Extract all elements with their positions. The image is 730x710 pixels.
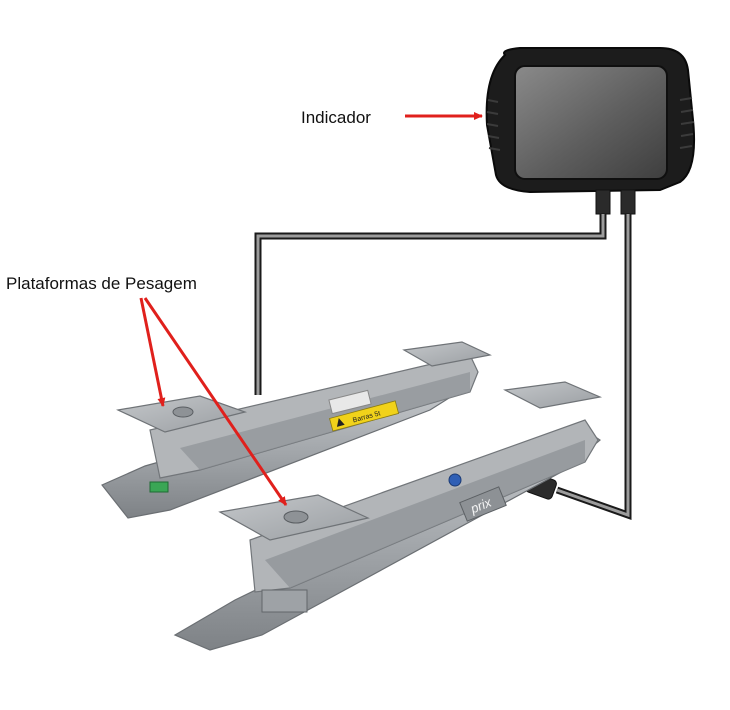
front-beam-shadow bbox=[265, 440, 585, 588]
front-plate-left-center bbox=[283, 510, 309, 524]
platforms-label: Plataformas de Pesagem bbox=[6, 274, 197, 293]
cable-right bbox=[556, 214, 630, 518]
back-level-indicator bbox=[149, 481, 169, 493]
annotation-arrows bbox=[139, 112, 483, 506]
weighing-platform-front: prix bbox=[173, 381, 603, 651]
platform-arrow-back bbox=[139, 297, 166, 407]
front-connector-blue bbox=[448, 473, 462, 487]
indicator-grip-ribs bbox=[486, 97, 695, 151]
weighing-platform-back: Barras 5t bbox=[101, 341, 492, 519]
connector-right bbox=[620, 189, 636, 215]
front-plate-right bbox=[503, 381, 603, 409]
back-plate-left-center bbox=[172, 406, 194, 418]
front-mount-block bbox=[261, 589, 308, 613]
back-plate-right bbox=[402, 341, 492, 367]
indicator-screen bbox=[514, 65, 668, 180]
connector-left bbox=[595, 189, 611, 215]
back-junction-box bbox=[328, 389, 372, 415]
indicator-label: Indicador bbox=[301, 108, 371, 127]
indicator-device bbox=[485, 47, 696, 215]
back-beam-shadow bbox=[180, 372, 470, 470]
cable-left bbox=[256, 214, 605, 395]
brand-box: prix bbox=[459, 486, 507, 522]
platform-arrow-front bbox=[143, 297, 288, 506]
